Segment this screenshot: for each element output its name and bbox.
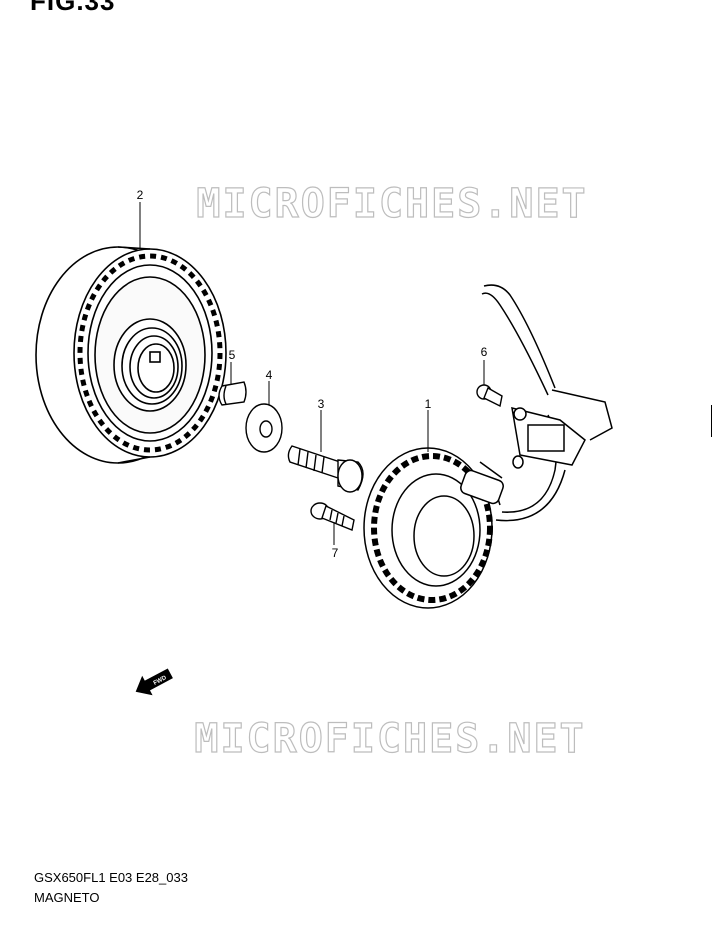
watermark-top: MICROFICHES.NET	[196, 181, 587, 227]
key-part	[218, 381, 247, 406]
callout-2: 2	[137, 188, 144, 202]
callout-3: 3	[318, 397, 325, 411]
model-code: GSX650FL1 E03 E28_033	[34, 870, 188, 885]
figure-title: FIG.33	[30, 0, 116, 16]
callout-4: 4	[266, 368, 273, 382]
callout-7: 7	[332, 546, 339, 560]
washer-part	[245, 403, 283, 453]
rotor-part	[35, 246, 227, 464]
clamp-screw-part	[476, 384, 503, 408]
fwd-arrow-icon: FWD	[135, 668, 173, 696]
watermark-bottom: MICROFICHES.NET	[194, 716, 585, 762]
page-edge-mark	[711, 405, 718, 437]
stator-screw-part	[310, 502, 355, 531]
rotor-bolt-part	[287, 445, 364, 493]
stator-part	[363, 447, 504, 609]
callout-5: 5	[229, 348, 236, 362]
callout-1: 1	[425, 397, 432, 411]
leader-lines	[139, 202, 485, 545]
wire-clamp	[511, 389, 613, 469]
section-name: MAGNETO	[34, 890, 100, 905]
callout-6: 6	[481, 345, 488, 359]
